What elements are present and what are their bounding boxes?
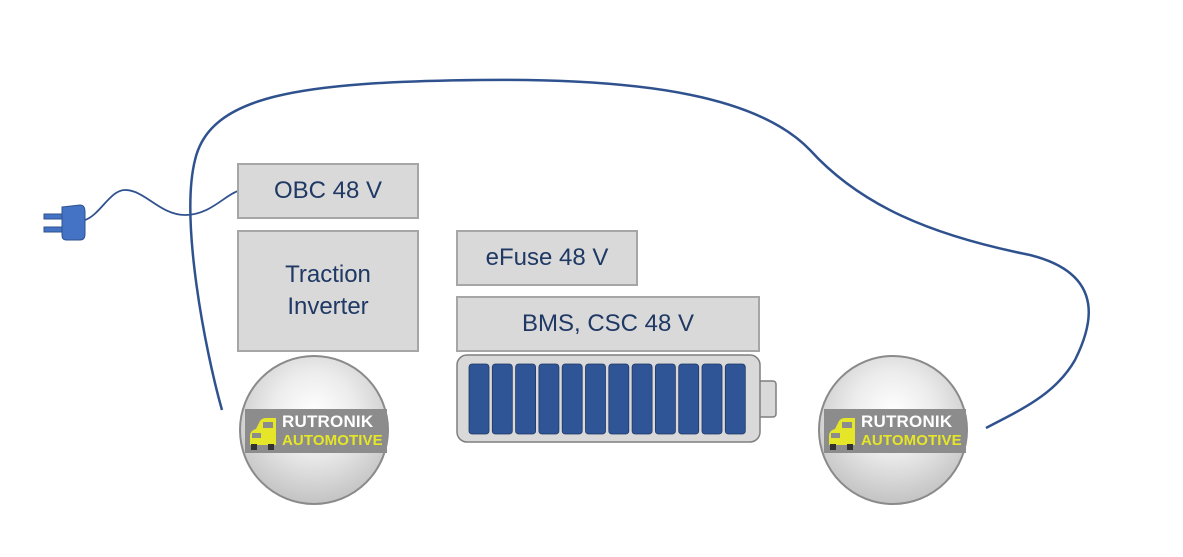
logo-line1: RUTRONIK — [282, 412, 374, 431]
battery-cell — [538, 363, 560, 435]
battery-cell — [724, 363, 746, 435]
efuse-box: eFuse 48 V — [456, 230, 638, 286]
car-body-outline — [189, 78, 1091, 430]
battery-cell — [515, 363, 536, 435]
obc-box: OBC 48 V — [237, 163, 419, 219]
battery-cell — [655, 363, 676, 435]
battery-cell — [561, 363, 583, 435]
battery-cell — [468, 363, 490, 435]
efuse-label: eFuse 48 V — [485, 243, 609, 271]
car-icon — [829, 418, 855, 450]
rutronik-logo: RUTRONIK AUTOMOTIVE — [245, 409, 387, 453]
car-icon — [250, 418, 276, 450]
battery-pack — [456, 354, 777, 443]
battery-cell — [491, 363, 513, 435]
traction-inverter-label: Traction Inverter — [285, 260, 371, 320]
obc-label: OBC 48 V — [273, 176, 383, 204]
wheel-right: RUTRONIK AUTOMOTIVE — [818, 355, 968, 505]
logo-line2: AUTOMOTIVE — [861, 432, 962, 449]
charging-cable — [84, 189, 239, 221]
traction-inverter-box: Traction Inverter — [237, 230, 419, 352]
bms-box: BMS, CSC 48 V — [456, 296, 760, 352]
wheel-left: RUTRONIK AUTOMOTIVE — [239, 355, 389, 505]
charging-plug-icon — [43, 204, 86, 241]
battery-cell — [585, 363, 606, 435]
bms-label: BMS, CSC 48 V — [521, 309, 695, 337]
battery-cell — [631, 363, 653, 435]
rutronik-logo: RUTRONIK AUTOMOTIVE — [824, 409, 966, 453]
logo-line1: RUTRONIK — [861, 412, 953, 431]
logo-line2: AUTOMOTIVE — [282, 432, 383, 449]
battery-cell — [701, 363, 723, 435]
battery-cell — [678, 363, 700, 435]
battery-cell — [608, 363, 630, 435]
